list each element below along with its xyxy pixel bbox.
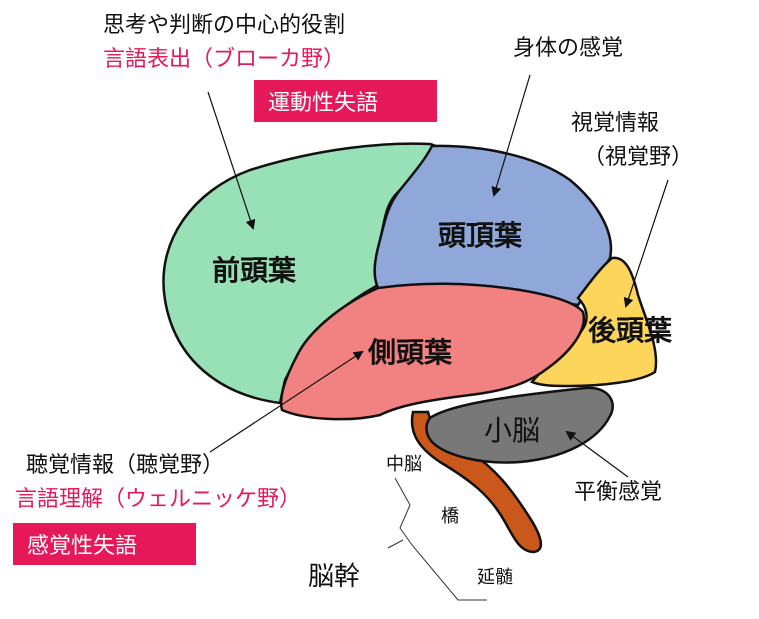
brainstem-label: 脳幹 <box>308 562 360 592</box>
midbrain-label: 中脳 <box>386 454 422 475</box>
frontal-role-text: 思考や判断の中心的役割 <box>103 13 345 38</box>
sensory-aphasia-text: 感覚性失語 <box>27 534 137 559</box>
somatosensory-text: 身体の感覚 <box>513 36 623 61</box>
occipital-arrow <box>623 179 669 308</box>
parietal-lobe-label: 頭頂葉 <box>438 219 523 252</box>
brainstem-bracket <box>394 477 487 601</box>
frontal-arrow <box>207 91 256 230</box>
pons-label: 橋 <box>441 506 459 527</box>
cerebellum-shape <box>425 386 614 464</box>
brainstem-bracket-tick <box>387 539 404 549</box>
sensory-aphasia-box <box>13 523 196 565</box>
frontal-lobe-label: 前頭葉 <box>212 254 297 287</box>
temporal-lobe-label: 側頭葉 <box>367 336 453 369</box>
parietal-arrow <box>491 74 531 197</box>
motor-aphasia-text: 運動性失語 <box>268 91 378 116</box>
cerebellum-label: 小脳 <box>484 414 540 447</box>
temporal-arrow <box>209 350 364 453</box>
balance-text: 平衡感覚 <box>574 480 662 505</box>
wernicke-text: 言語理解（ウェルニッケ野） <box>15 487 301 512</box>
temporal-lobe-shape <box>279 282 586 421</box>
auditory-text: 聴覚情報（聴覚野） <box>26 453 224 478</box>
medulla-label: 延髄 <box>477 567 513 588</box>
visual-info-text: 視覚情報 <box>571 111 659 136</box>
broca-text: 言語表出（ブローカ野） <box>103 47 345 72</box>
cerebellum-arrow <box>565 430 629 478</box>
visual-area-text: （視覚野） <box>583 145 693 170</box>
motor-aphasia-box <box>254 80 437 122</box>
occipital-lobe-label: 後頭葉 <box>588 314 673 347</box>
